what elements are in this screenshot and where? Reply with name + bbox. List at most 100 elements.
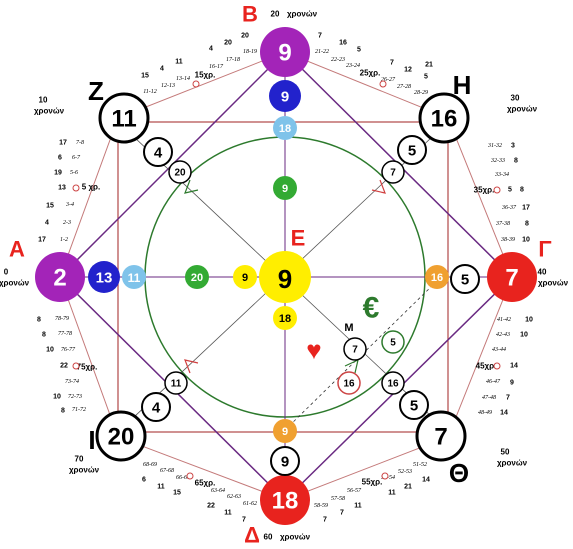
svg-text:8: 8 xyxy=(42,332,46,339)
svg-text:5: 5 xyxy=(390,338,396,349)
svg-text:18: 18 xyxy=(272,488,299,515)
svg-text:20: 20 xyxy=(174,168,186,179)
svg-text:2-3: 2-3 xyxy=(63,220,71,226)
svg-text:8: 8 xyxy=(514,158,518,165)
svg-text:13: 13 xyxy=(96,270,113,287)
age-70-unit: χρονών xyxy=(69,466,100,475)
svg-text:14: 14 xyxy=(500,410,508,417)
circle-th: 7 xyxy=(415,410,467,462)
svg-text:18: 18 xyxy=(279,123,291,135)
age-30: 30 xyxy=(511,94,520,103)
svg-text:20: 20 xyxy=(224,40,232,47)
svg-text:78-79: 78-79 xyxy=(55,316,69,322)
svg-text:22: 22 xyxy=(207,503,215,510)
letter-i: Ι xyxy=(88,425,95,455)
svg-text:7: 7 xyxy=(390,168,396,179)
svg-text:9: 9 xyxy=(278,264,292,294)
svg-text:3: 3 xyxy=(511,143,515,150)
svg-text:23-24: 23-24 xyxy=(346,62,360,69)
svg-text:72-73: 72-73 xyxy=(68,394,82,400)
age-30-unit: χρονών xyxy=(507,105,538,114)
mark-45: 45χρ. xyxy=(476,362,497,371)
circle-center: 9 xyxy=(259,251,311,303)
svg-text:20: 20 xyxy=(191,272,203,284)
svg-text:7: 7 xyxy=(242,517,246,524)
mark-55: 55χρ. xyxy=(362,478,383,487)
svg-text:4: 4 xyxy=(152,400,161,417)
svg-text:57-58: 57-58 xyxy=(331,496,345,502)
svg-text:8: 8 xyxy=(520,187,524,194)
svg-text:77-78: 77-78 xyxy=(58,331,72,337)
circle-left-13: 13 xyxy=(88,261,120,293)
svg-text:9: 9 xyxy=(281,89,289,106)
svg-text:10: 10 xyxy=(53,394,61,401)
edge-values: 17 4 15 13 19 6 17 15 4 11 4 20 20 7 16 … xyxy=(37,33,533,524)
age-50-unit: χρονών xyxy=(497,459,528,468)
circle-money-16: 16 xyxy=(337,371,361,395)
age-60: 60 xyxy=(264,533,273,542)
heart-icon: ♥ xyxy=(306,335,321,365)
svg-text:11: 11 xyxy=(175,59,183,66)
svg-text:5: 5 xyxy=(408,143,416,160)
age-20-unit: χρονών xyxy=(287,10,318,19)
svg-text:20: 20 xyxy=(241,33,249,40)
circle-b: 9 xyxy=(260,27,310,77)
svg-text:61-62: 61-62 xyxy=(243,501,257,507)
svg-text:15: 15 xyxy=(173,490,181,497)
svg-text:15: 15 xyxy=(46,203,54,210)
circle-money-5: 5 xyxy=(381,330,405,354)
svg-text:18: 18 xyxy=(279,313,291,325)
svg-text:7: 7 xyxy=(390,60,394,67)
svg-text:1-2: 1-2 xyxy=(60,237,68,243)
svg-text:5: 5 xyxy=(424,74,428,81)
svg-text:7: 7 xyxy=(505,265,518,292)
svg-text:7: 7 xyxy=(506,395,510,402)
circle-a: 2 xyxy=(35,252,85,302)
svg-text:19: 19 xyxy=(54,170,62,177)
svg-text:5: 5 xyxy=(508,187,512,194)
svg-text:9: 9 xyxy=(281,454,289,471)
age-0-unit: χρονών xyxy=(0,279,30,288)
svg-text:36-37: 36-37 xyxy=(501,205,517,211)
age-dot-markers xyxy=(72,80,501,480)
letter-th: Θ xyxy=(449,458,469,488)
svg-text:31-32: 31-32 xyxy=(487,143,502,149)
circle-right-16: 16 xyxy=(425,265,449,289)
svg-text:8: 8 xyxy=(525,221,529,228)
svg-text:11-12: 11-12 xyxy=(143,89,157,95)
svg-text:8: 8 xyxy=(61,408,65,415)
age-60-unit: χρονών xyxy=(280,533,311,542)
letter-z: Ζ xyxy=(88,76,104,106)
svg-text:38-39: 38-39 xyxy=(500,237,515,243)
circle-i: 20 xyxy=(95,410,147,462)
svg-text:17: 17 xyxy=(38,237,46,244)
svg-text:16: 16 xyxy=(431,106,458,133)
letter-g: Γ xyxy=(538,237,551,262)
svg-text:7: 7 xyxy=(340,510,344,517)
circle-top-green-9: 9 xyxy=(273,176,297,200)
svg-text:16: 16 xyxy=(339,40,347,47)
svg-text:18-19: 18-19 xyxy=(243,49,257,55)
mark-5: 5 χρ. xyxy=(82,183,100,192)
circle-d: 18 xyxy=(260,475,310,525)
svg-text:14: 14 xyxy=(422,477,430,484)
svg-text:43-44: 43-44 xyxy=(492,346,506,353)
svg-text:46-47: 46-47 xyxy=(486,378,501,385)
svg-text:13-14: 13-14 xyxy=(176,75,190,82)
svg-text:17: 17 xyxy=(522,205,530,212)
svg-text:4: 4 xyxy=(160,66,164,73)
circle-left-11: 11 xyxy=(122,265,146,289)
age-20: 20 xyxy=(271,10,280,19)
svg-text:42-43: 42-43 xyxy=(496,331,510,338)
svg-text:21-22: 21-22 xyxy=(315,49,329,55)
letter-h: Η xyxy=(453,70,472,100)
svg-text:5: 5 xyxy=(357,47,361,54)
circle-z-4: 4 xyxy=(143,137,173,167)
svg-text:7: 7 xyxy=(352,345,358,356)
circle-z: 11 xyxy=(98,92,150,144)
circle-i-11: 11 xyxy=(164,371,188,395)
svg-text:26-27: 26-27 xyxy=(381,77,396,83)
circle-g: 7 xyxy=(487,252,537,302)
svg-text:16-17: 16-17 xyxy=(209,64,224,70)
svg-text:10: 10 xyxy=(520,332,528,339)
